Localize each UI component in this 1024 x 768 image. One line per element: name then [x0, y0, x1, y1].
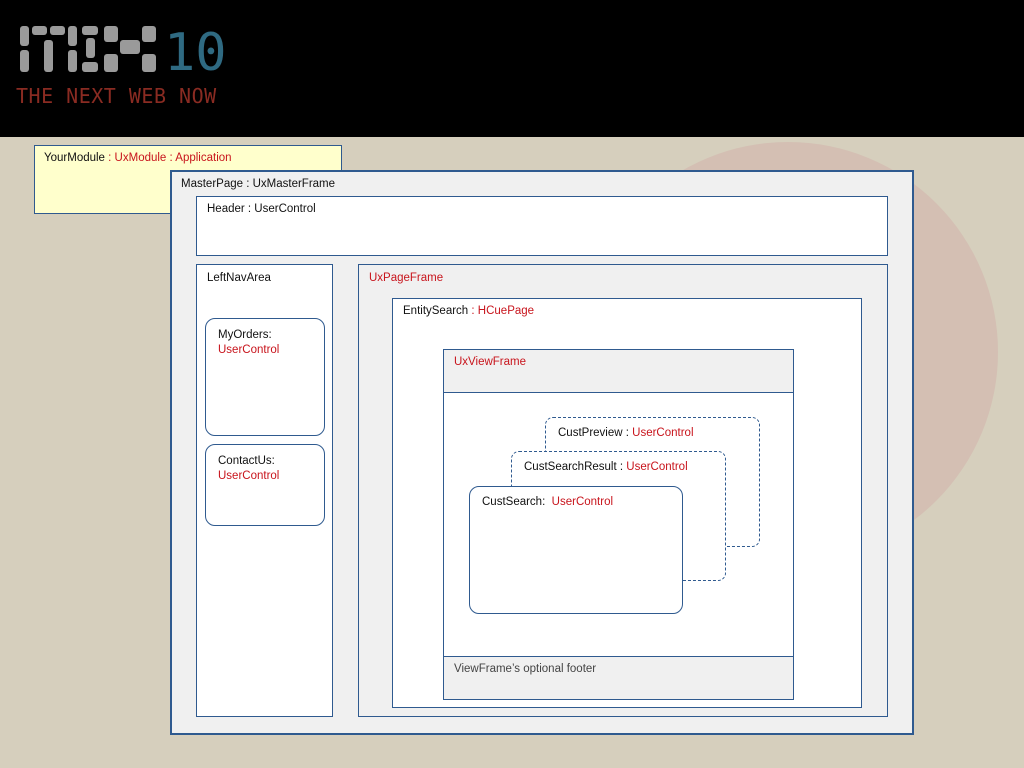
view-frame-footer: ViewFrame’s optional footer: [444, 656, 793, 699]
contact-us-type: UserControl: [218, 470, 280, 482]
view-frame-header: UxViewFrame: [444, 350, 793, 393]
my-orders-control: MyOrders: UserControl: [205, 318, 325, 436]
entity-search-name: EntitySearch: [403, 305, 469, 317]
master-page-label: MasterPage : UxMasterFrame: [181, 178, 336, 190]
module-label: YourModule : UxModule : Application: [44, 152, 232, 164]
cust-preview-label: CustPreview : UserControl: [558, 427, 694, 439]
mix-logo: 10: [20, 23, 227, 78]
view-frame-label: UxViewFrame: [454, 356, 526, 368]
header-box: Header : UserControl: [196, 196, 888, 256]
cust-search-result-type: UserControl: [626, 461, 688, 473]
left-nav-label: LeftNavArea: [207, 272, 271, 284]
mix-number: 10: [164, 23, 227, 78]
view-frame-footer-label: ViewFrame’s optional footer: [454, 663, 597, 675]
cust-search-label: CustSearch: UserControl: [482, 496, 613, 508]
module-type: : UxModule : Application: [104, 152, 232, 164]
my-orders-type: UserControl: [218, 344, 280, 356]
my-orders-name: MyOrders:: [218, 329, 272, 341]
cust-preview-type: UserControl: [632, 427, 694, 439]
cust-search-control: CustSearch: UserControl: [469, 486, 683, 614]
module-name: YourModule: [44, 152, 105, 164]
cust-search-type: UserControl: [551, 496, 614, 508]
my-orders-label: MyOrders: UserControl: [218, 328, 279, 358]
entity-search-type: : HCuePage: [468, 305, 535, 317]
banner: 10 THE NEXT WEB NOW: [0, 0, 1024, 137]
cust-search-result-label: CustSearchResult : UserControl: [524, 461, 688, 473]
contact-us-control: ContactUs: UserControl: [205, 444, 325, 526]
cust-search-result-name: CustSearchResult :: [524, 461, 627, 473]
cust-preview-name: CustPreview :: [558, 427, 633, 439]
header-label: Header : UserControl: [207, 203, 316, 215]
contact-us-label: ContactUs: UserControl: [218, 454, 279, 484]
entity-search-label: EntitySearch : HCuePage: [403, 305, 534, 317]
contact-us-name: ContactUs:: [218, 455, 275, 467]
page-frame-label: UxPageFrame: [369, 272, 444, 284]
tagline: THE NEXT WEB NOW: [16, 84, 217, 108]
cust-search-name: CustSearch:: [482, 496, 552, 508]
